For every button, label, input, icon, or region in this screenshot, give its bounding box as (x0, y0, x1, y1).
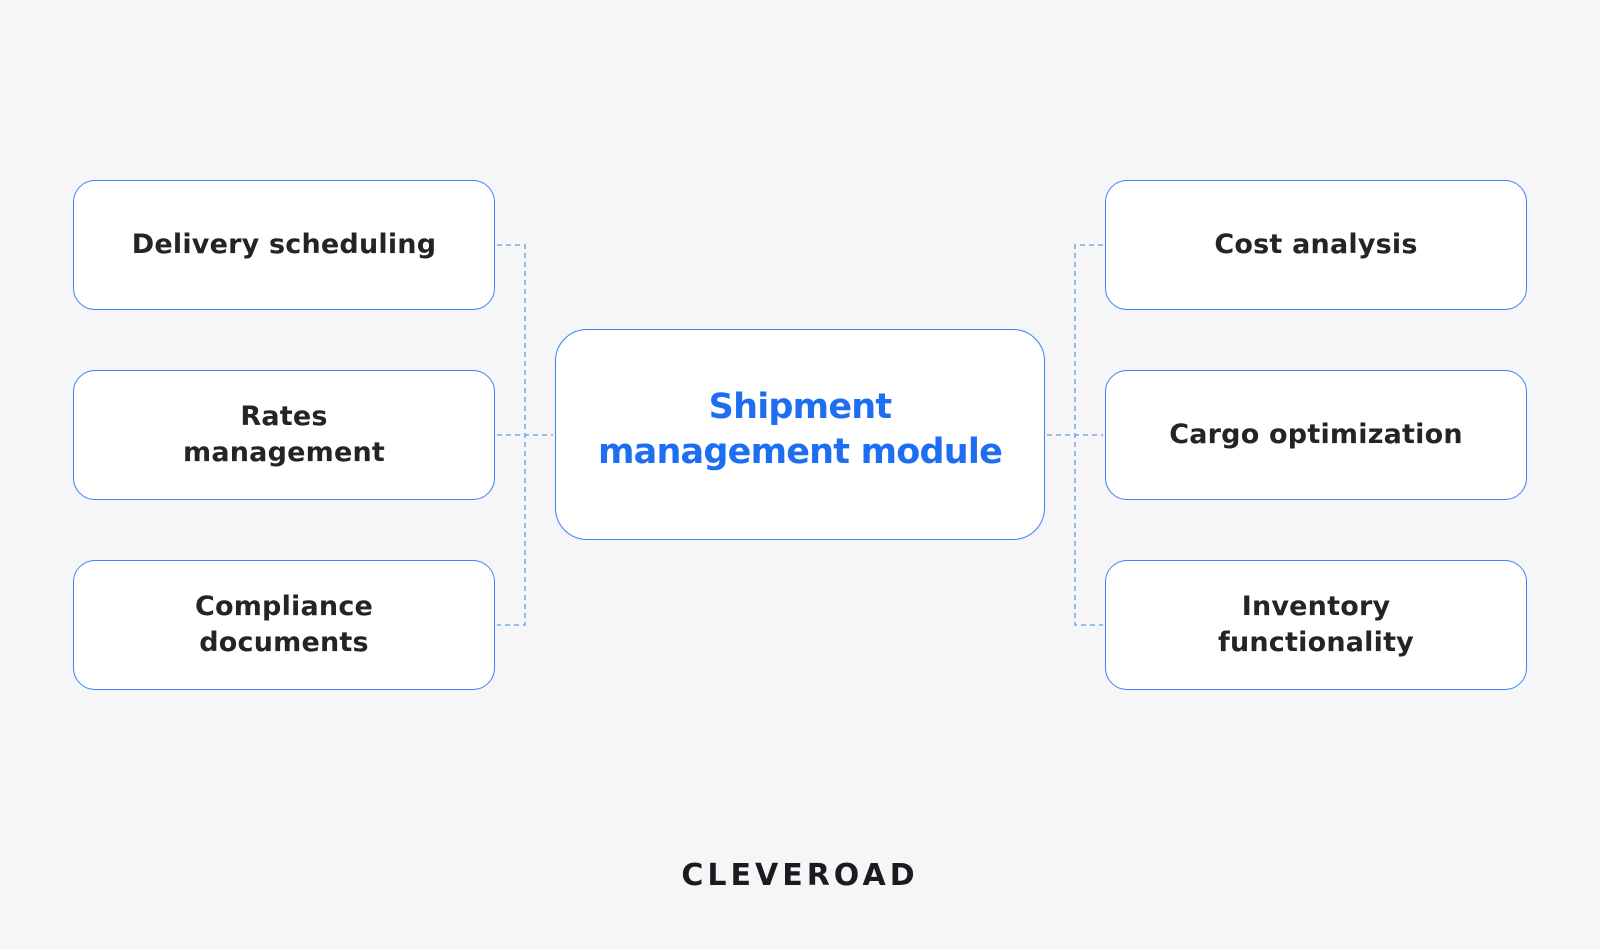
node-label: Compliance documents (194, 591, 374, 658)
center-node-label: Shipment management module (597, 386, 1003, 472)
cleveroad-logo: CLEVEROAD (681, 858, 919, 893)
center-node-shipment-management: Shipment management module (555, 329, 1045, 540)
node-rates-management: Rates management (73, 370, 495, 500)
node-label: Delivery scheduling (131, 229, 437, 260)
node-label: Inventory functionality (1218, 591, 1414, 658)
node-label: Cost analysis (1214, 229, 1418, 260)
node-delivery-scheduling: Delivery scheduling (73, 180, 495, 310)
node-compliance-documents: Compliance documents (73, 560, 495, 690)
node-cargo-optimization: Cargo optimization (1105, 370, 1527, 500)
node-label: Cargo optimization (1169, 419, 1463, 450)
connector-right-top (1074, 244, 1103, 626)
node-cost-analysis: Cost analysis (1105, 180, 1527, 310)
node-inventory-functionality: Inventory functionality (1105, 560, 1527, 690)
node-label: Rates management (182, 401, 385, 468)
